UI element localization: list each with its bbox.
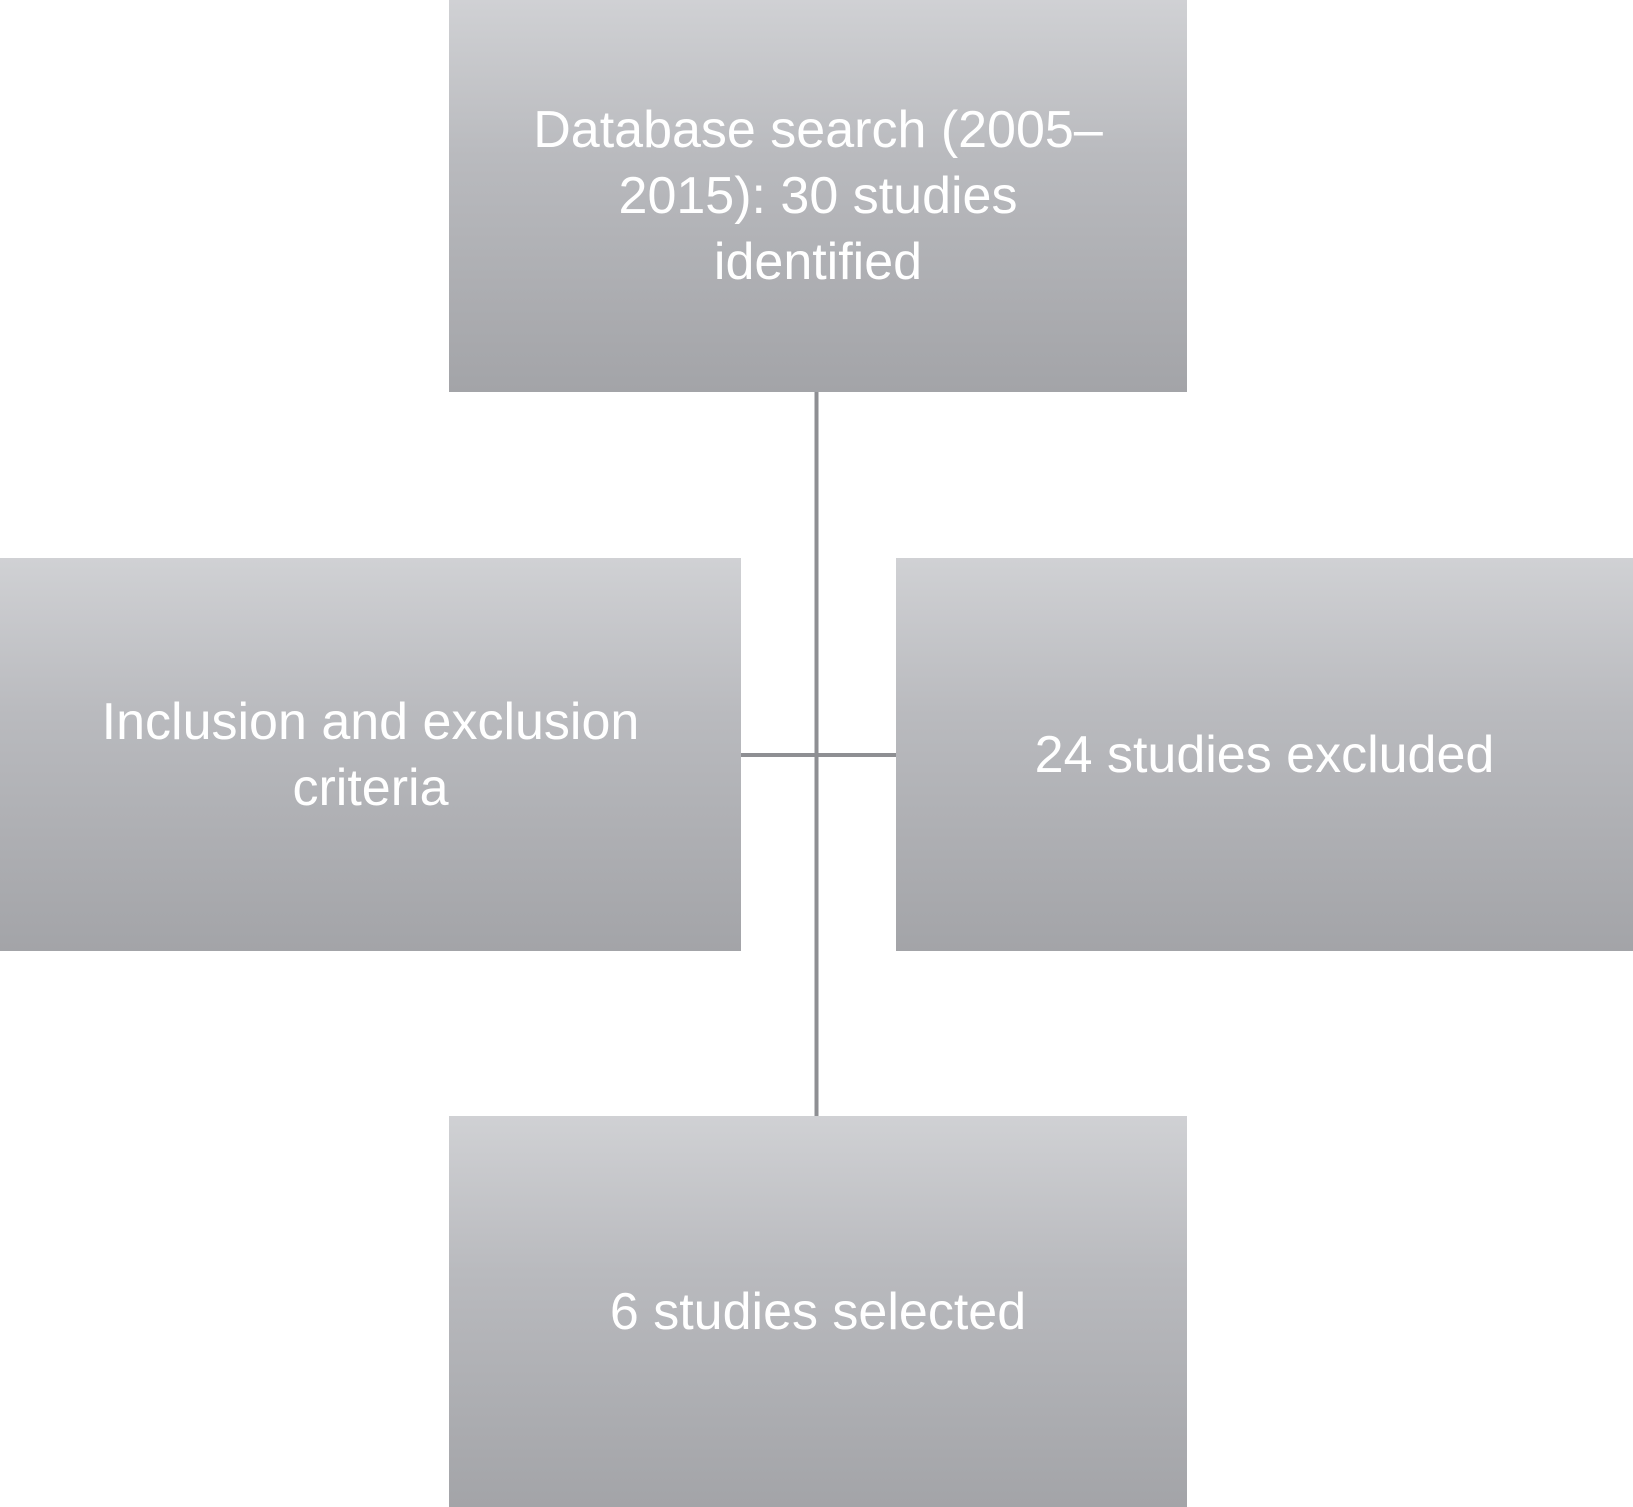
studies-selected-text: 6 studies selected: [609, 1282, 1027, 1341]
database-search-text: Database search (2005–2015): 30 studies …: [533, 101, 1103, 291]
database-search-box: Database search (2005–2015): 30 studies …: [449, 0, 1187, 392]
inclusion-exclusion-criteria-text: Inclusion and exclusion criteria: [101, 692, 640, 817]
studies-selected-box: 6 studies selected: [449, 1116, 1187, 1507]
studies-excluded-text: 24 studies excluded: [1034, 725, 1495, 784]
inclusion-exclusion-criteria-box: Inclusion and exclusion criteria: [0, 558, 741, 951]
studies-excluded-box: 24 studies excluded: [896, 558, 1633, 951]
